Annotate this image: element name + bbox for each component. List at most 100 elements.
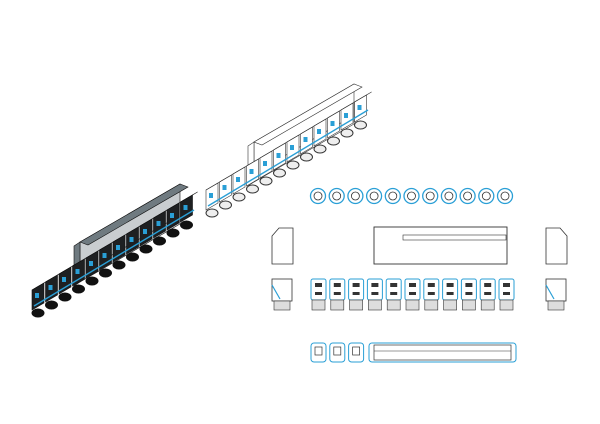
actuator-module — [348, 278, 365, 311]
actuator-module — [139, 215, 158, 254]
module-nut — [139, 244, 153, 254]
housing-top — [79, 183, 189, 246]
module-nut — [219, 200, 232, 210]
module-indicator — [89, 261, 93, 266]
module-indicator — [236, 177, 240, 182]
module-indicator — [333, 292, 341, 295]
module-top-inner — [313, 191, 323, 201]
module-body — [329, 278, 346, 301]
module-nut — [368, 299, 382, 311]
module-body — [385, 278, 402, 301]
bottom-view — [310, 342, 517, 363]
module-bottom-detail — [333, 346, 342, 356]
actuator-module — [85, 247, 104, 286]
module-indicator — [75, 269, 80, 274]
actuator-module — [153, 207, 171, 246]
actuator-module — [329, 278, 346, 311]
module-indicator — [333, 283, 341, 287]
module-nut — [424, 299, 439, 311]
actuator-module — [385, 278, 402, 311]
module-nut — [330, 299, 345, 311]
module-indicator — [503, 283, 510, 287]
module-nut — [480, 299, 495, 311]
module-nut — [153, 236, 166, 246]
housing-slot — [402, 234, 507, 241]
actuator-module — [205, 179, 224, 218]
module-indicator — [48, 285, 53, 290]
module-nut — [405, 299, 420, 311]
module-body — [404, 278, 421, 301]
actuator-module — [72, 255, 90, 294]
actuator-module — [404, 278, 421, 311]
module-body — [498, 278, 515, 301]
module-top-inner — [388, 191, 398, 201]
module-nut — [180, 220, 193, 230]
module-nut — [85, 276, 99, 286]
module-nut — [443, 299, 457, 311]
module-nut — [311, 299, 326, 311]
module-indicator — [35, 293, 39, 298]
housing-top — [253, 83, 363, 146]
module-indicator — [276, 153, 281, 158]
actuator-module — [479, 278, 496, 311]
module-nut — [300, 152, 313, 162]
module-indicator — [390, 292, 398, 295]
front-view — [310, 226, 515, 311]
housing-side — [271, 227, 294, 265]
module-nut — [205, 208, 219, 218]
module-indicator — [102, 253, 107, 258]
actuator-module — [259, 147, 278, 186]
module-top-inner — [369, 191, 379, 201]
module-nut — [547, 300, 565, 311]
actuator-module — [310, 278, 327, 311]
module-indicator — [183, 205, 188, 210]
module-indicator — [330, 121, 335, 126]
module-indicator — [62, 277, 66, 282]
module-indicator — [357, 105, 362, 110]
module-body — [460, 278, 477, 301]
module-top — [354, 91, 372, 103]
module-indicator — [409, 283, 416, 287]
module-nut — [259, 176, 273, 186]
actuator-module — [423, 278, 440, 311]
module-indicator — [315, 292, 322, 295]
actuator-module — [112, 231, 131, 270]
actuator-module — [460, 278, 477, 311]
module-top-inner — [500, 191, 510, 201]
module-indicator — [371, 283, 379, 287]
module-nut — [273, 300, 291, 311]
actuator-module — [354, 91, 372, 130]
module-indicator — [249, 169, 254, 174]
module-nut — [340, 128, 354, 138]
actuator-module — [180, 191, 198, 230]
module-nut — [58, 292, 72, 302]
actuator-module — [45, 271, 63, 310]
module-body — [423, 278, 440, 301]
module-top-inner — [481, 191, 491, 201]
module-indicator — [503, 292, 510, 295]
actuator-module — [126, 223, 144, 262]
module-indicator — [156, 221, 161, 226]
module-top-inner — [444, 191, 454, 201]
accent-line — [207, 109, 369, 207]
module-top-inner — [350, 191, 360, 201]
module-nut — [349, 299, 363, 311]
module-nut — [313, 144, 327, 154]
module-body — [348, 278, 365, 301]
module-indicator — [317, 129, 321, 134]
module-indicator — [263, 161, 267, 166]
housing-bottom-outline — [373, 344, 512, 361]
actuator-module — [498, 278, 515, 311]
module-indicator — [290, 145, 294, 150]
module-nut — [99, 268, 112, 278]
module-nut — [31, 308, 45, 318]
housing-side — [545, 227, 568, 265]
isometric-view-dark-assembly — [31, 183, 198, 318]
module-indicator — [390, 283, 398, 287]
actuator-module — [273, 139, 291, 178]
module-top-inner — [425, 191, 435, 201]
module-nut — [354, 120, 367, 130]
module-indicator — [427, 283, 435, 287]
actuator-module — [286, 131, 305, 170]
